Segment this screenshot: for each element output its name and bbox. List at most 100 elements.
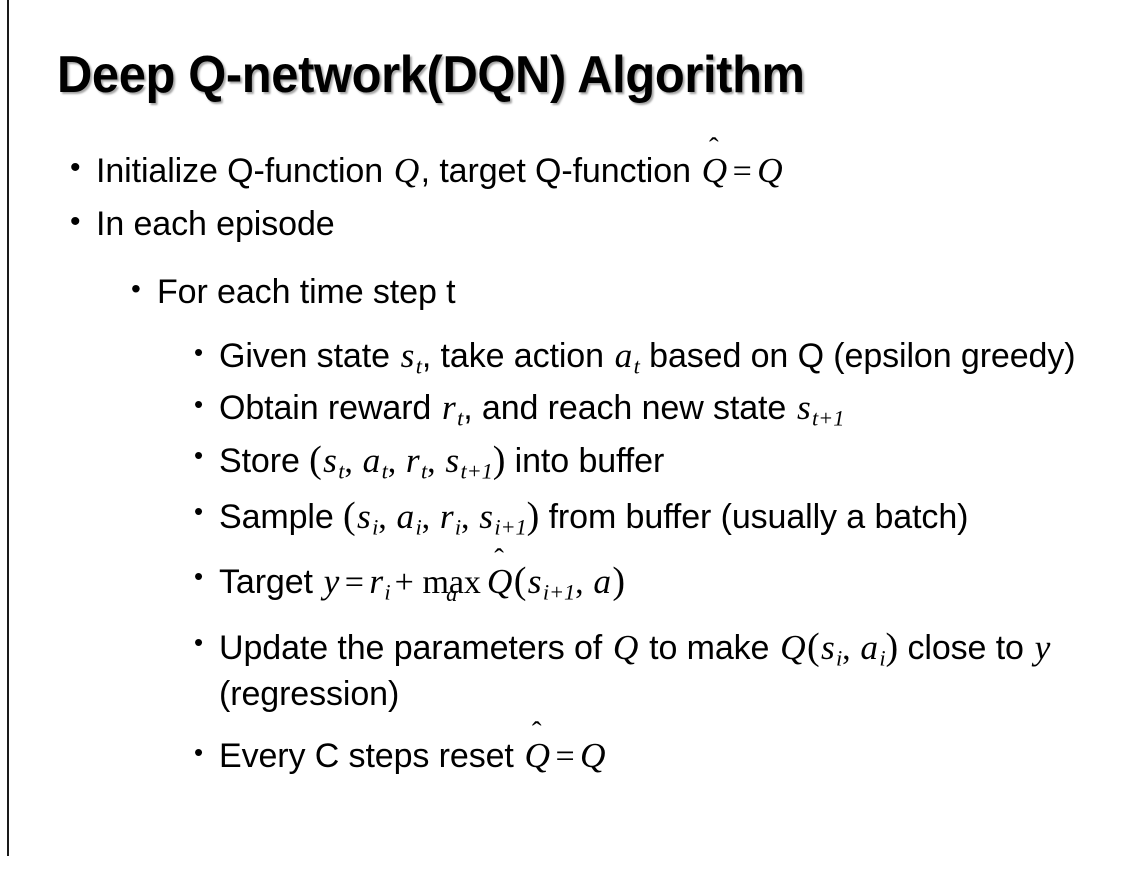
hat-accent-icon: ˆ	[531, 716, 542, 749]
math-comma: ,	[421, 498, 439, 536]
text-fragment: Update the parameters of	[219, 628, 612, 667]
math-underscript: a	[446, 581, 458, 607]
bullet-list: • Initialize Q-function Q, target Q-func…	[0, 133, 1124, 779]
text-fragment: Store	[219, 442, 310, 481]
left-accent-rule	[7, 0, 9, 856]
math-comma: ,	[575, 564, 592, 602]
math-paren-open: (	[806, 625, 820, 668]
math-comma: ,	[378, 498, 396, 536]
math-paren-close: )	[526, 494, 540, 537]
text-fragment: Obtain reward	[219, 388, 441, 427]
math-subscript: t	[633, 352, 640, 378]
math-symbol-s: s	[527, 561, 542, 602]
math-comma: ,	[461, 498, 478, 536]
math-paren-open: (	[513, 560, 527, 603]
math-symbol-s: s	[357, 495, 371, 536]
math-subscript: t	[457, 404, 464, 430]
math-symbol-q: Q	[757, 150, 783, 190]
math-subscript: i+1	[494, 514, 527, 540]
list-item-text: Update the parameters of Q to make Q(si,…	[219, 623, 1096, 717]
list-item-text: For each time step t	[157, 273, 456, 312]
spacer	[0, 607, 1124, 617]
spacer	[0, 541, 1124, 551]
math-subscript: t+1	[812, 404, 845, 430]
math-symbol-base: Q	[486, 561, 513, 602]
math-symbol-r: r	[405, 440, 420, 481]
math-symbol-s: s	[796, 386, 811, 427]
text-fragment: , take action	[421, 336, 614, 375]
math-subscript: t	[338, 458, 345, 484]
list-item-text: Sample (si, ai, ri, si+1) from buffer (u…	[219, 492, 1096, 542]
math-symbol-a: a	[362, 440, 381, 481]
text-fragment: Initialize Q-function	[96, 152, 393, 190]
list-item-text: Store (st, at, rt, st+1) into buffer	[219, 436, 1096, 486]
math-subscript: i	[836, 645, 843, 671]
text-fragment: Target	[219, 563, 323, 602]
math-subscript: i	[415, 514, 422, 540]
bullet-dot-icon: •	[131, 273, 141, 305]
math-symbol-r: r	[369, 561, 383, 602]
list-item-text: Given state st, take action at based on …	[219, 333, 1096, 379]
math-paren-close: )	[885, 625, 899, 668]
list-item: • Given state st, take action at based o…	[0, 333, 1124, 379]
list-item: • For each time step t	[0, 270, 1124, 314]
math-symbol-a: a	[860, 626, 878, 667]
bullet-dot-icon: •	[194, 561, 204, 592]
math-paren-open: (	[309, 439, 322, 482]
text-fragment: from buffer (usually a batch)	[539, 497, 969, 536]
math-symbol-s: s	[323, 440, 337, 481]
bullet-dot-icon: •	[194, 736, 204, 767]
spacer	[0, 717, 1124, 727]
math-symbol-a: a	[614, 334, 633, 375]
math-paren-close: )	[492, 439, 506, 482]
spacer	[0, 321, 1124, 327]
text-fragment: Every C steps reset	[219, 736, 524, 775]
math-subscript: t	[421, 458, 428, 484]
math-symbol-s: s	[820, 626, 835, 667]
math-subscript: i	[372, 514, 379, 540]
math-symbol-q: Q	[580, 734, 606, 775]
list-item-text: Obtain reward rt, and reach new state st…	[219, 385, 1096, 431]
math-subscript: t	[415, 352, 422, 378]
math-subscript: i+1	[542, 579, 576, 605]
text-fragment: Given state	[219, 336, 400, 375]
text-fragment: , target Q-function	[420, 152, 701, 190]
math-symbol-s: s	[445, 440, 460, 481]
math-comma: ,	[427, 443, 444, 481]
math-paren-close: )	[612, 560, 625, 603]
math-symbol-q: Q	[393, 150, 420, 190]
page-title: Deep Q-network(DQN) Algorithm	[57, 46, 805, 104]
math-operator-max-label: max	[422, 564, 481, 602]
list-item-text: Initialize Q-function Q, target Q-functi…	[96, 133, 1084, 194]
text-fragment: (regression)	[219, 675, 400, 714]
list-item: • Update the parameters of Q to make Q(s…	[0, 623, 1124, 717]
math-symbol-base: Q	[701, 150, 728, 190]
bullet-dot-icon: •	[194, 336, 204, 367]
math-symbol-a: a	[396, 495, 415, 536]
text-fragment: based on Q (epsilon greedy)	[639, 336, 1076, 375]
bullet-dot-icon: •	[70, 151, 81, 184]
text-fragment: , and reach new state	[463, 388, 796, 427]
bullet-dot-icon: •	[194, 388, 204, 419]
math-symbol-y: y	[1034, 626, 1051, 667]
math-subscript: i	[879, 645, 886, 671]
math-symbol-s: s	[400, 334, 415, 375]
bullet-dot-icon: •	[194, 626, 204, 657]
bullet-dot-icon: •	[70, 205, 81, 239]
list-item: • Obtain reward rt, and reach new state …	[0, 385, 1124, 431]
math-comma: ,	[344, 443, 362, 481]
bullet-dot-icon: •	[194, 495, 204, 526]
math-subscript: t	[381, 458, 388, 484]
math-operator-equals: =	[555, 737, 575, 775]
list-item: • In each episode	[0, 202, 1124, 246]
math-comma: ,	[842, 629, 859, 667]
math-symbol-q: Q	[612, 626, 639, 667]
text-fragment: Sample	[219, 497, 344, 536]
